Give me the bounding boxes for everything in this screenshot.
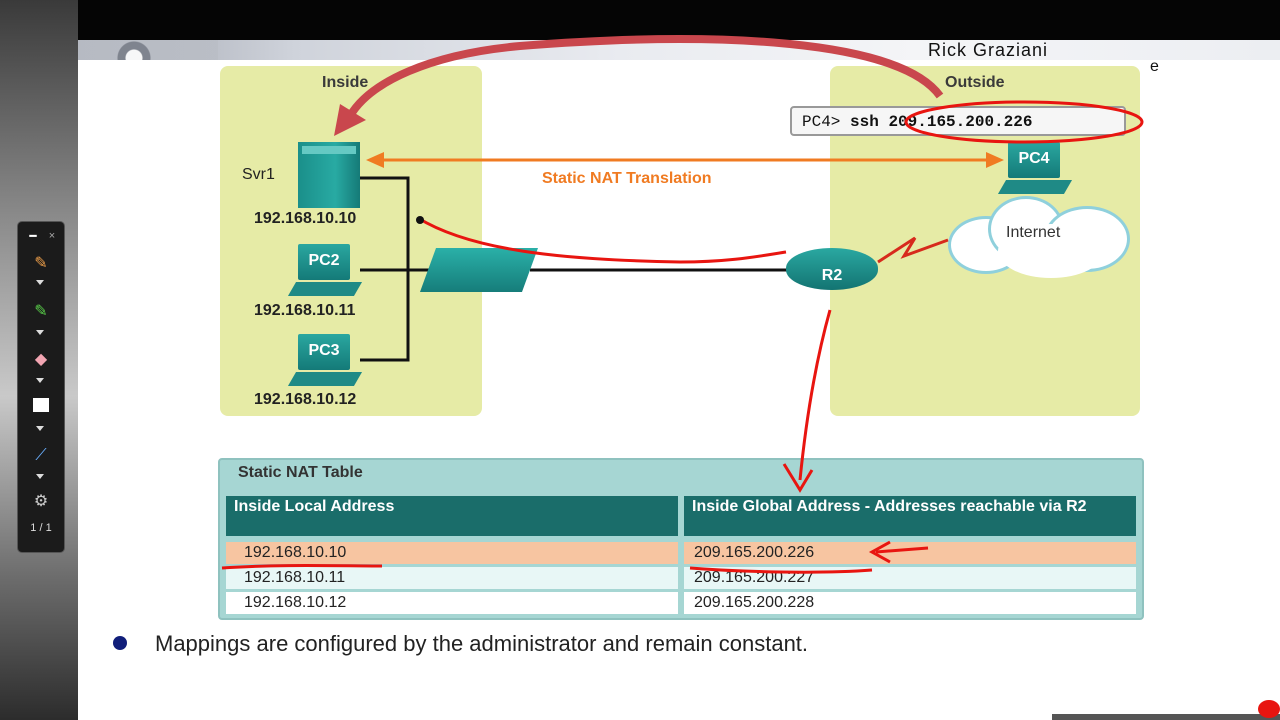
outside-label: Outside xyxy=(945,74,1005,91)
inside-label: Inside xyxy=(322,74,369,91)
pointer-icon[interactable]: ⟋ xyxy=(35,447,47,464)
command-verb: ssh xyxy=(850,113,879,131)
bullet-text: Mappings are configured by the administr… xyxy=(155,631,809,656)
pc2-keyboard xyxy=(287,282,363,296)
pointer-dropdown-caret[interactable] xyxy=(36,474,44,479)
header-inside-global: Inside Global Address - Addresses reacha… xyxy=(684,496,1136,536)
router-r2: R2 xyxy=(786,248,878,290)
pencil-dropdown-caret[interactable] xyxy=(36,280,44,285)
pc4: PC4 xyxy=(997,142,1073,200)
server-svr1 xyxy=(298,142,360,208)
pc3-keyboard xyxy=(287,372,363,386)
pc3-label: PC3 xyxy=(298,334,350,370)
eraser-dropdown-caret[interactable] xyxy=(36,378,44,383)
color-dropdown-caret[interactable] xyxy=(36,426,44,431)
highlighter-icon[interactable]: ✎ xyxy=(34,303,48,320)
switch-icon xyxy=(419,248,539,292)
eraser-icon[interactable]: ◆ xyxy=(34,351,48,368)
banner-trailing-text: e xyxy=(1150,58,1159,75)
row1-inside-local: 192.168.10.10 xyxy=(226,542,678,564)
pencil-icon[interactable]: ✎ xyxy=(34,255,48,272)
internet-label: Internet xyxy=(1006,224,1061,241)
annotation-toolbar: ━ × ✎ ✎ ◆ ⟋ ⚙ 1 / 1 xyxy=(18,222,64,552)
close-icon[interactable]: × xyxy=(48,230,56,242)
row1-inside-global: 209.165.200.226 xyxy=(684,542,1136,564)
pc3: PC3 xyxy=(287,334,363,392)
table-title: Static NAT Table xyxy=(238,464,363,481)
pc2-ip: 192.168.10.11 xyxy=(254,302,356,319)
command-target: 209.165.200.226 xyxy=(888,113,1033,131)
ssh-command-callout: PC4> ssh 209.165.200.226 xyxy=(790,106,1126,136)
highlighter-dropdown-caret[interactable] xyxy=(36,330,44,335)
recording-indicator xyxy=(1258,700,1280,718)
row2-inside-local: 192.168.10.11 xyxy=(226,567,678,589)
pc2-label: PC2 xyxy=(298,244,350,280)
page-indicator: 1 / 1 xyxy=(30,522,52,534)
static-nat-translation-label: Static NAT Translation xyxy=(542,170,712,187)
top-black-bar xyxy=(0,0,1280,40)
color-swatch-icon[interactable] xyxy=(29,398,53,418)
pc4-keyboard xyxy=(997,180,1073,194)
header-inside-local: Inside Local Address xyxy=(226,496,678,536)
internet-cloud: Internet xyxy=(948,196,1130,278)
pc2: PC2 xyxy=(287,244,363,302)
command-prompt: PC4> xyxy=(802,113,841,131)
row3-inside-global: 209.165.200.228 xyxy=(684,592,1136,614)
bullet-dot xyxy=(113,636,127,650)
pc3-ip: 192.168.10.12 xyxy=(254,391,357,408)
server-name: Svr1 xyxy=(242,166,275,183)
row2-inside-global: 209.165.200.227 xyxy=(684,567,1136,589)
pc4-label: PC4 xyxy=(1008,142,1060,178)
row3-inside-local: 192.168.10.12 xyxy=(226,592,678,614)
minimize-icon[interactable]: ━ xyxy=(29,229,37,243)
video-progress-bar xyxy=(1052,714,1280,720)
server-ip: 192.168.10.10 xyxy=(254,210,357,227)
gear-icon[interactable]: ⚙ xyxy=(33,493,49,510)
presenter-name: Rick Graziani xyxy=(928,40,1049,60)
